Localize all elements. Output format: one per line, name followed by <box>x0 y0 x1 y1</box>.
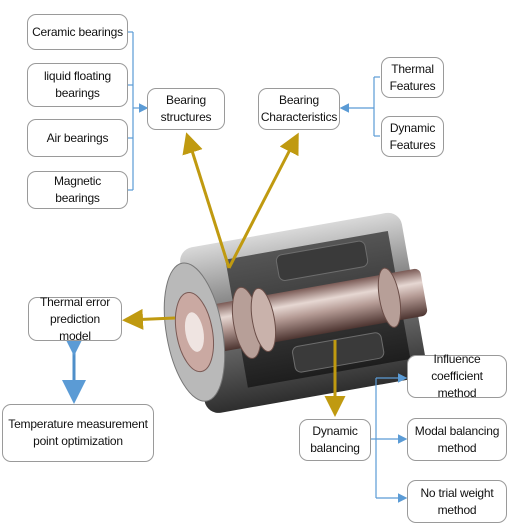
air-bearings-label: Air bearings <box>46 130 109 145</box>
no-trial-weight-label: No trial weight method <box>420 485 494 517</box>
temperature-measurement-box: Temperature measurement point optimizati… <box>2 404 154 462</box>
bracket-balancing-methods <box>370 373 408 503</box>
temperature-measurement-label: Temperature measurement point optimizati… <box>8 417 148 448</box>
dynamic-balancing-label: Dynamic balancing <box>310 424 360 455</box>
no-trial-weight-box: No trial weight method <box>407 480 507 523</box>
connectors <box>62 31 408 503</box>
thermal-features-label: Thermal Features <box>389 61 436 93</box>
thermal-error-prediction-label: Thermal error prediction model <box>39 294 111 343</box>
bearing-structures-label: Bearing structures <box>160 93 212 124</box>
dynamic-features-box: Dynamic Features <box>381 116 444 157</box>
modal-balancing-box: Modal balancing method <box>407 418 507 461</box>
bracket-features <box>339 76 380 137</box>
dynamic-balancing-box: Dynamic balancing <box>299 419 371 461</box>
air-bearings-box: Air bearings <box>27 119 128 157</box>
magnetic-bearings-box: Magnetic bearings <box>27 171 128 209</box>
influence-coefficient-label: Influence coefficient method <box>431 352 483 400</box>
ceramic-bearings-label: Ceramic bearings <box>32 24 123 39</box>
thermal-features-box: Thermal Features <box>381 57 444 98</box>
liquid-floating-bearings-box: liquid floating bearings <box>27 63 128 107</box>
thermal-error-prediction-box: Thermal error prediction model <box>28 295 122 343</box>
bracket-bearing-types <box>128 31 149 191</box>
gold-arrows <box>122 132 346 417</box>
ceramic-bearings-box: Ceramic bearings <box>27 14 128 50</box>
modal-balancing-label: Modal balancing method <box>414 423 500 455</box>
bearing-characteristics-box: Bearing Characteristics <box>258 88 340 130</box>
liquid-floating-bearings-label: liquid floating bearings <box>43 69 112 100</box>
bearing-structures-box: Bearing structures <box>147 88 225 130</box>
bearing-characteristics-label: Bearing Characteristics <box>260 93 338 124</box>
magnetic-bearings-label: Magnetic bearings <box>53 174 102 205</box>
motorized-spindle-cutaway <box>163 212 428 413</box>
influence-coefficient-box: Influence coefficient method <box>407 352 507 400</box>
dynamic-features-label: Dynamic Features <box>389 120 436 152</box>
